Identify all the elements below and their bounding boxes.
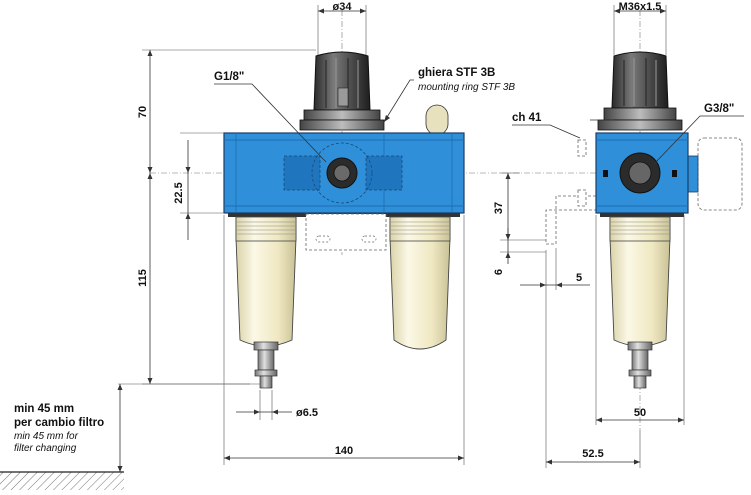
dim-6: 6 bbox=[493, 269, 505, 275]
gauge-pillar bbox=[425, 104, 449, 136]
side-bowl bbox=[609, 216, 671, 389]
leader-ch41 bbox=[512, 124, 581, 139]
mounting-ring bbox=[303, 109, 381, 121]
dim-22-5: 22.5 bbox=[173, 182, 185, 203]
note-line2: per cambio filtro bbox=[14, 417, 104, 429]
bracket-hidden-side bbox=[545, 195, 596, 245]
dim-50: 50 bbox=[634, 407, 646, 419]
note-line3: min 45 mm for bbox=[14, 431, 79, 442]
front-view: ø34 70 115 22.5 ø6.5 140 G1/8" ghiera ST… bbox=[137, 1, 700, 465]
side-body bbox=[595, 132, 689, 217]
floor-hatch bbox=[0, 472, 124, 490]
filter-bowl bbox=[235, 216, 297, 389]
dim-d34: ø34 bbox=[333, 1, 353, 13]
dim-52-5: 52.5 bbox=[582, 448, 603, 460]
side-ring bbox=[603, 107, 677, 121]
mounting-bracket-hidden bbox=[305, 213, 387, 251]
dim-5: 5 bbox=[576, 272, 582, 284]
dim-37: 37 bbox=[493, 202, 505, 214]
dim-70: 70 bbox=[137, 106, 149, 118]
floor-note: min 45 mm per cambio filtro min 45 mm fo… bbox=[0, 383, 250, 490]
label-ch41: ch 41 bbox=[512, 112, 542, 124]
mounting-ring-lower bbox=[299, 119, 385, 131]
label-g18: G1/8" bbox=[214, 71, 244, 83]
gauge-hidden bbox=[697, 137, 743, 211]
bracket-tab bbox=[577, 139, 587, 157]
leader-ghiera bbox=[383, 79, 414, 123]
note-line4: filter changing bbox=[14, 443, 77, 454]
note-line1: min 45 mm bbox=[14, 403, 74, 415]
fr-body bbox=[223, 132, 465, 217]
label-mounting-ring: mounting ring STF 3B bbox=[418, 82, 515, 93]
dim-140: 140 bbox=[335, 445, 353, 457]
label-g38: G3/8" bbox=[704, 103, 734, 115]
gauge-port bbox=[687, 155, 699, 193]
bracket-tab-lower bbox=[577, 189, 587, 207]
leader-g38 bbox=[653, 115, 744, 165]
lubricator-bowl bbox=[389, 216, 451, 350]
side-knob bbox=[611, 51, 669, 109]
label-ghiera: ghiera STF 3B bbox=[418, 67, 495, 79]
side-view: M36x1.5 37 6 5 50 52.5 ch 41 G3/8" bbox=[493, 1, 744, 468]
dim-m36: M36x1.5 bbox=[619, 1, 662, 13]
leader-g18 bbox=[214, 83, 327, 163]
dim-d6-5: ø6.5 bbox=[296, 407, 318, 419]
regulator-knob bbox=[313, 51, 371, 111]
side-ring-lower bbox=[597, 119, 683, 131]
dim-115: 115 bbox=[137, 269, 149, 287]
